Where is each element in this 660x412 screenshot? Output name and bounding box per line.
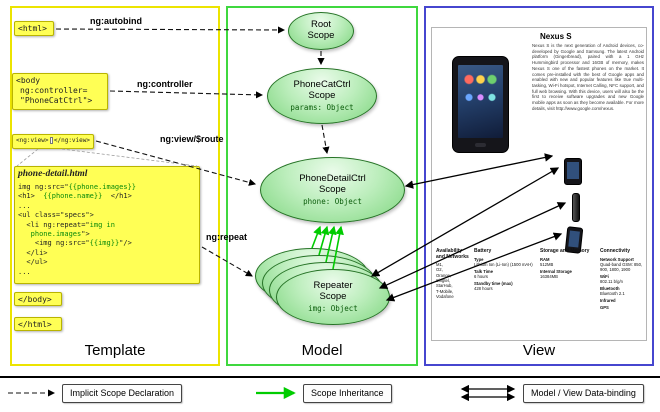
ng-view-box: <ng:view> </ng:view> — [12, 134, 94, 149]
phonecat-scope-ellipse: PhoneCatCtrl Scope params: Object — [267, 68, 377, 124]
spec-row: Infrared — [600, 298, 616, 304]
phone-description: Nexus S is the next generation of Androi… — [532, 43, 644, 111]
phone-main-image-screen — [458, 65, 503, 138]
spec-column-connectivity: Connectivity Network Support Quad-band G… — [600, 248, 646, 310]
repeater-scope-name: Repeater Scope — [313, 279, 353, 302]
spec-header: Storage and Memory — [540, 248, 590, 254]
html-open-tag-box: <html> — [14, 21, 54, 36]
controller-name: "PhoneCatCtrl"> — [20, 96, 93, 105]
phonecat-scope-attr: params: Object — [290, 103, 354, 113]
phonedetail-scope-ellipse: PhoneDetailCtrl Scope phone: Object — [260, 157, 405, 223]
legend-scope-inheritance: Scope Inheritance — [303, 384, 392, 403]
spec-row: GPS — [600, 304, 609, 310]
phone-thumbnail-1-screen — [567, 162, 579, 179]
phone-thumbnail-1 — [564, 158, 582, 185]
spec-row: Quad-band GSM: 850, 900, 1800, 1900 — [600, 261, 643, 273]
ng-repeat-label: ng:repeat — [206, 232, 248, 242]
spec-column-availability: Availability and Networks M1, O2, Orange… — [436, 248, 472, 299]
spec-row: WiFi — [600, 273, 609, 279]
spec-row: 16384MB — [540, 273, 558, 279]
ng-controller-attr: ng:controller= — [20, 86, 88, 95]
phone-home-bar — [475, 143, 486, 147]
ng-view-placeholder-rect — [49, 137, 53, 145]
spec-column-storage: Storage and Memory RAM 512MB Internal St… — [540, 248, 596, 279]
phone-main-image — [452, 56, 509, 153]
spec-row: 802.11 b/g/n — [600, 279, 623, 285]
legend-model-view-binding: Model / View Data-binding — [523, 384, 644, 403]
phone-detail-template-box: phone-detail.html img ng:src="{{phone.im… — [14, 166, 200, 284]
html-close-tag: </html> — [18, 320, 52, 329]
spec-row: 428 hours — [474, 286, 493, 292]
phonecat-scope-name: PhoneCatCtrl Scope — [293, 78, 351, 101]
template-file-name: phone-detail.html — [18, 169, 88, 179]
spec-row: Bluetooth 2.1 — [600, 291, 625, 297]
body-open-tag: <body — [16, 76, 41, 85]
phonedetail-scope-name: PhoneDetailCtrl Scope — [299, 172, 366, 195]
phone-thumbnail-2 — [572, 193, 580, 222]
html-open-tag: <html> — [18, 24, 47, 33]
phone-detail-page: Nexus S Nexus S is the next generation o… — [431, 27, 647, 341]
spec-header: Availability and Networks — [436, 248, 469, 260]
legend-implicit-scope: Implicit Scope Declaration — [62, 384, 183, 403]
ng-view-open-tag: <ng:view> — [16, 137, 49, 144]
legend-separator-line — [0, 376, 660, 378]
repeater-scope-ellipse: Repeater Scope img: Object — [276, 269, 390, 325]
body-close-tag-box: </body> — [14, 292, 62, 306]
ng-controller-label: ng:controller — [137, 79, 193, 89]
repeater-scope-attr: img: Object — [308, 304, 358, 314]
body-controller-box: <body ng:controller= "PhoneCatCtrl"> — [12, 73, 108, 110]
spec-row: 6 hours — [474, 273, 488, 279]
template-column-label: Template — [84, 342, 146, 359]
html-close-tag-box: </html> — [14, 317, 62, 331]
model-column-label: Model — [301, 342, 343, 359]
spec-row: Lithium Ion (Li-Ion) (1500 mAH) — [474, 261, 533, 267]
spec-row: Network Support — [600, 256, 634, 262]
spec-row: 512MB — [540, 261, 554, 267]
root-scope-name: Root Scope — [307, 19, 335, 41]
body-close-tag: </body> — [18, 295, 52, 304]
spec-header: Connectivity — [600, 248, 631, 254]
template-code: img ng:src="{{phone.images}}<h1> {{phone… — [18, 182, 137, 276]
ng-view-route-label: ng:view/$route — [160, 134, 224, 144]
ng-view-close-tag: </ng:view> — [53, 137, 90, 144]
phonedetail-scope-attr: phone: Object — [303, 197, 362, 207]
ng-autobind-label: ng:autobind — [90, 16, 142, 26]
phone-thumbnail-3-screen — [568, 230, 580, 248]
spec-row: Vodafone — [436, 293, 454, 299]
spec-header: Battery — [474, 248, 492, 254]
spec-row: Bluetooth — [600, 286, 620, 292]
phone-name-heading: Nexus S — [540, 32, 572, 41]
root-scope-ellipse: Root Scope — [288, 12, 354, 50]
view-column-label: View — [522, 342, 556, 359]
spec-column-battery: Battery Type Lithium Ion (Li-Ion) (1500 … — [474, 248, 536, 292]
